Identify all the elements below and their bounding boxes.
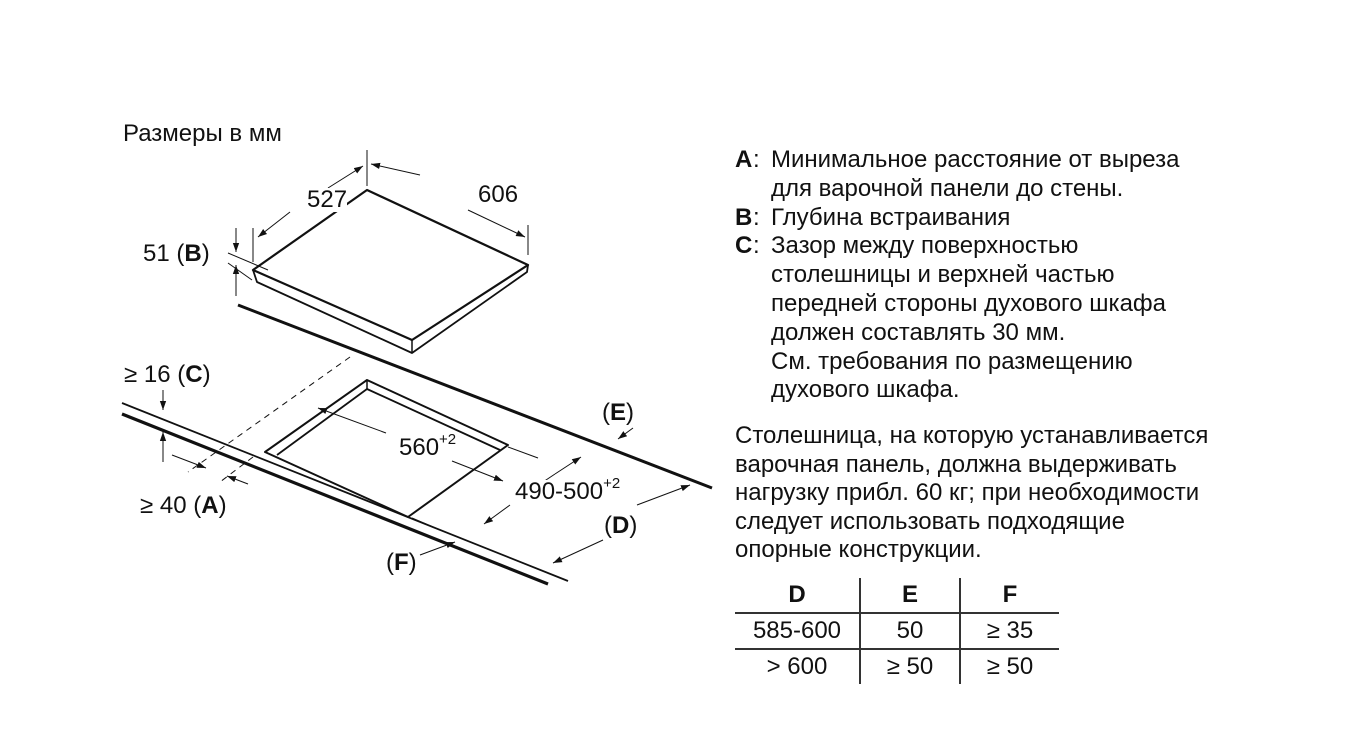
legend-text: передней стороны духового шкафа — [771, 289, 1167, 317]
countertop-rear-edge — [237, 303, 713, 490]
dim-height-value: 51 — [143, 240, 170, 267]
legend-text: для варочной панели до стены. — [771, 174, 1124, 202]
units-title: Размеры в мм — [123, 120, 282, 147]
table-header: D E F — [735, 578, 1059, 614]
cell: ≥ 50 — [986, 653, 1034, 680]
cell: > 600 — [735, 649, 861, 684]
legend-text: должен составлять 30 мм. — [771, 318, 1066, 346]
table-row: 585-600 50 ≥ 35 — [735, 613, 1059, 650]
legend-text: Зазор между поверхностью — [771, 232, 1079, 260]
cell: 585-600 — [735, 613, 861, 650]
legend-text: Глубина встраивания — [771, 203, 1011, 231]
dim-width: 606 — [478, 181, 519, 208]
ref-a: A — [201, 492, 219, 519]
legend-key-a: A — [735, 146, 753, 173]
legend-text: Минимальное расстояние от выреза — [771, 146, 1180, 173]
legend-text: духового шкафа. — [771, 376, 960, 404]
header-e: E — [860, 578, 961, 614]
cell: ≥ 35 — [960, 613, 1059, 650]
note-line: следует использовать подходящие — [735, 507, 1125, 535]
dim-cutout-depth: 490-500+2 — [515, 476, 621, 505]
cutout-width-tolerance: +2 — [439, 431, 457, 448]
countertop-front-top-edge — [121, 402, 569, 582]
gap-a-value: ≥ 40 — [140, 492, 187, 519]
cutout-depth-tolerance: +2 — [603, 475, 621, 492]
ref-f: F — [394, 549, 409, 576]
ref-e: E — [610, 399, 627, 426]
cell: ≥ 50 — [860, 649, 961, 684]
clearance-table: D E F 585-600 50 ≥ 35 > 600 ≥ 50 ≥ 50 — [735, 578, 1059, 684]
cutout-depth-value: 490-500 — [515, 478, 604, 505]
dim-height: 51 (B) — [143, 240, 210, 267]
ref-b: B — [184, 240, 202, 267]
note-line: Столешница, на которую устанавливается — [735, 422, 1209, 449]
cutout-width-value: 560 — [399, 434, 440, 461]
header-d: D — [735, 578, 861, 614]
note-line: опорные конструкции. — [735, 536, 982, 563]
gap-c-value: ≥ 16 — [124, 361, 171, 388]
legend-key-b: B — [735, 203, 753, 231]
legend-text: См. требования по размещению — [771, 347, 1133, 375]
dim-gap-a: ≥ 40 (A) — [140, 492, 227, 519]
table-row: > 600 ≥ 50 ≥ 50 — [735, 649, 1059, 684]
dim-cutout-width: 560+2 — [399, 432, 456, 461]
note-line: нагрузку прибл. 60 кг; при необходимости — [735, 479, 1200, 506]
dim-depth: 527 — [307, 186, 348, 213]
ref-d-label: (D) — [604, 512, 638, 539]
cell: 50 — [860, 613, 961, 650]
ref-d: D — [612, 512, 630, 539]
header-f: F — [960, 578, 1059, 614]
ref-f-label: (F) — [386, 549, 417, 576]
note-line: варочная панель, должна выдерживать — [735, 450, 1177, 478]
hob-outline — [251, 188, 530, 354]
legend-key-c: C — [735, 232, 753, 260]
load-note: Столешница, на которую устанавливается в… — [735, 422, 1335, 565]
cutout-outline — [264, 379, 509, 518]
legend-text: столешницы и верхней частью — [771, 261, 1115, 289]
legend: A:Минимальное расстояние от выреза для в… — [735, 146, 1180, 404]
dim-gap-c: ≥ 16 (C) — [124, 361, 211, 388]
ref-c: C — [185, 361, 203, 388]
countertop-front-edge — [121, 412, 549, 586]
ref-e-label: (E) — [602, 399, 635, 426]
